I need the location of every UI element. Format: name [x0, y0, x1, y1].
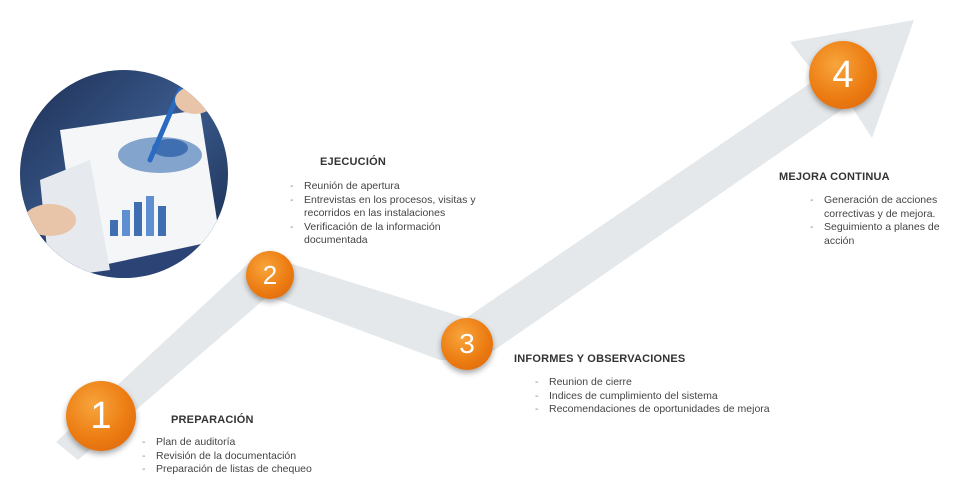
list-item: Generación de acciones correctivas y de …	[810, 194, 945, 221]
list-item: Seguimiento a planes de acción	[810, 221, 945, 248]
list-item: Recomendaciones de oportunidades de mejo…	[535, 403, 770, 417]
step-3-circle: 3	[441, 318, 493, 370]
step-4-circle: 4	[809, 41, 877, 109]
step-4-list: Generación de acciones correctivas y de …	[810, 194, 945, 248]
step-4-title: MEJORA CONTINUA	[779, 171, 890, 183]
step-2-number: 2	[262, 259, 278, 290]
list-item: Preparación de listas de chequeo	[142, 463, 362, 477]
list-item: Indices de cumplimiento del sistema	[535, 390, 770, 404]
list-item: Entrevistas en los procesos, visitas y r…	[290, 194, 500, 221]
list-item: Reunion de cierre	[535, 376, 770, 390]
step-2-list: Reunión de apertura Entrevistas en los p…	[290, 180, 500, 248]
step-3-number: 3	[459, 328, 475, 359]
step-4-number: 4	[832, 53, 854, 96]
audit-documents-photo	[20, 70, 228, 278]
list-item: Plan de auditoría	[142, 436, 362, 450]
step-3-list: Reunion de cierre Indices de cumplimient…	[535, 376, 770, 417]
step-1-list: Plan de auditoría Revisión de la documen…	[142, 436, 362, 477]
step-1-circle: 1	[66, 381, 136, 451]
step-1-number: 1	[90, 394, 112, 437]
step-3-title: INFORMES Y OBSERVACIONES	[514, 353, 686, 365]
list-item: Verificación de la información documenta…	[290, 221, 500, 248]
step-1-title: PREPARACIÓN	[171, 414, 254, 426]
step-2-title: EJECUCIÓN	[320, 156, 386, 168]
step-2-circle: 2	[246, 251, 294, 299]
list-item: Reunión de apertura	[290, 180, 500, 194]
list-item: Revisión de la documentación	[142, 450, 362, 464]
